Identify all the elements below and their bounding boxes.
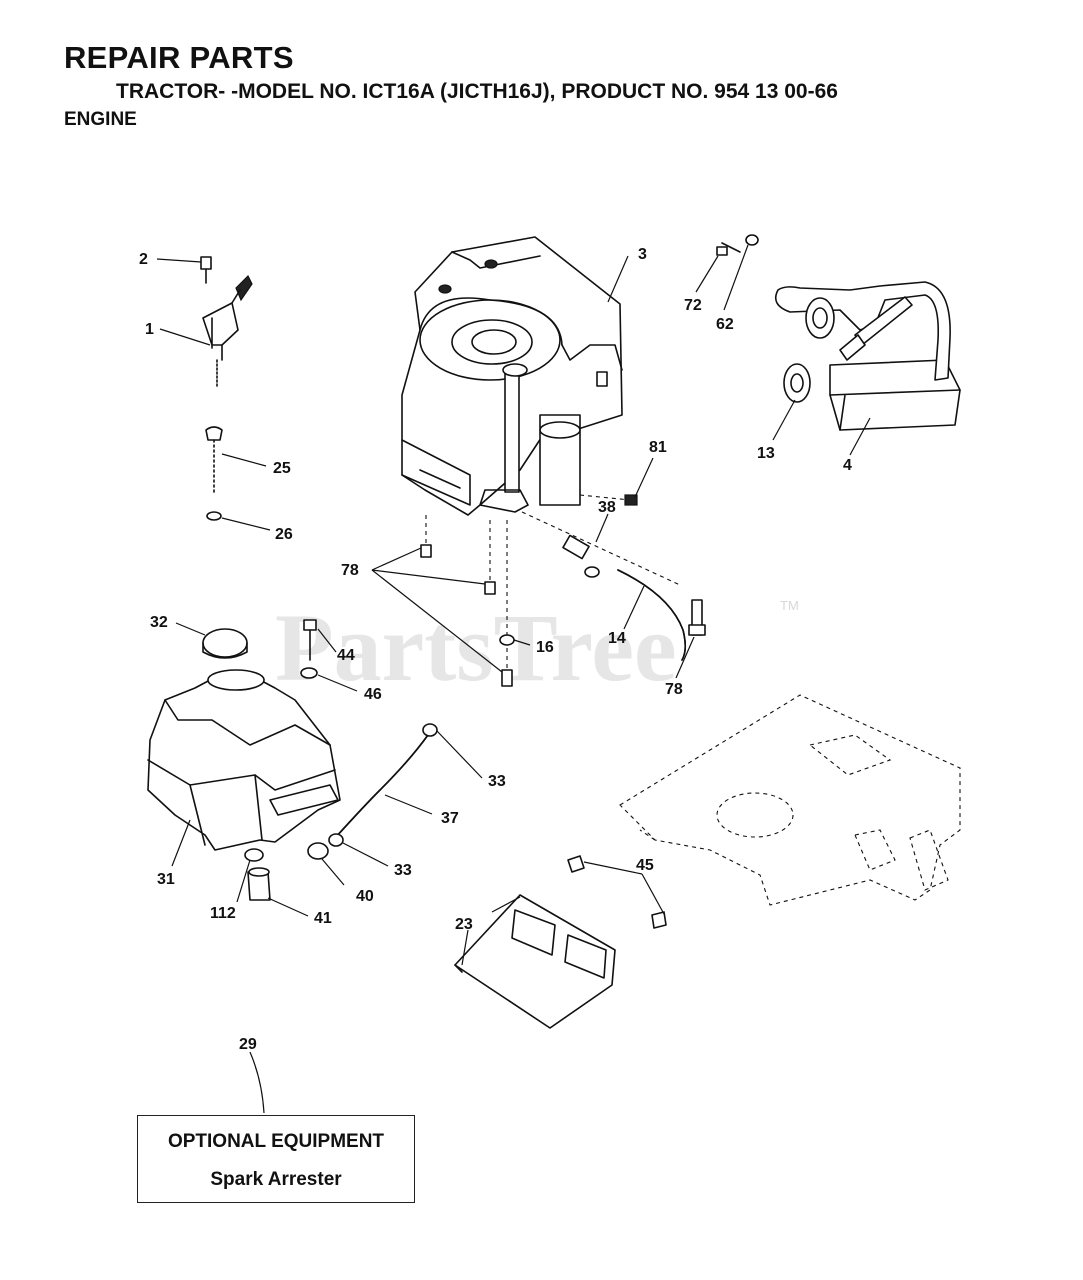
optional-equipment-heading: OPTIONAL EQUIPMENT — [167, 1131, 385, 1152]
callout-4: 4 — [843, 457, 852, 474]
muffler-bolt-part — [716, 242, 741, 256]
callout-78b: 78 — [665, 681, 683, 698]
callout-26: 26 — [275, 526, 293, 543]
callout-41: 41 — [314, 910, 332, 927]
callout-16: 16 — [536, 639, 554, 656]
callout-45: 45 — [636, 857, 654, 874]
callout-23: 23 — [455, 916, 473, 933]
exhaust-gasket-part — [783, 363, 811, 403]
callout-1: 1 — [145, 321, 154, 338]
callout-13: 13 — [757, 445, 775, 462]
spark-arrester-label: Spark Arrester — [210, 1169, 342, 1190]
callout-46: 46 — [364, 686, 382, 703]
fuel-tank-part — [147, 628, 341, 851]
leader-lines — [156, 244, 871, 1114]
callout-40: 40 — [356, 888, 374, 905]
callout-29: 29 — [239, 1036, 257, 1053]
fuel-line-part — [562, 494, 706, 661]
tank-screw-part — [300, 619, 318, 679]
page-title: REPAIR PARTS — [64, 40, 294, 75]
callout-14: 14 — [608, 630, 626, 647]
callout-33a: 33 — [488, 773, 506, 790]
watermark-tm: TM — [780, 598, 799, 613]
oil-dipstick-part — [205, 426, 223, 521]
optional-equipment-box: OPTIONAL EQUIPMENT Spark Arrester — [137, 1115, 415, 1203]
callout-38: 38 — [598, 499, 616, 516]
callout-2: 2 — [139, 251, 148, 268]
fuel-shutoff-valve-part — [244, 848, 271, 901]
muffler-part — [774, 281, 961, 431]
callout-31: 31 — [157, 871, 175, 888]
model-subtitle: TRACTOR- -MODEL NO. ICT16A (JICTH16J), P… — [116, 80, 838, 103]
watermark-text: PartsTree — [275, 594, 677, 701]
callout-labels: 2 1 3 72 62 13 4 25 26 81 38 78 16 14 78… — [139, 246, 852, 1053]
callout-25: 25 — [273, 460, 291, 477]
section-label: ENGINE — [64, 109, 137, 130]
callout-81: 81 — [649, 439, 667, 456]
throttle-control-part — [200, 256, 253, 389]
callout-78a: 78 — [341, 562, 359, 579]
callout-72: 72 — [684, 297, 702, 314]
heat-shield-part — [454, 855, 667, 1029]
lock-washer-part — [745, 234, 759, 246]
callout-44: 44 — [337, 647, 355, 664]
callout-32: 32 — [150, 614, 168, 631]
engine-part — [401, 236, 623, 516]
callout-112: 112 — [210, 905, 236, 922]
callout-33b: 33 — [394, 862, 412, 879]
callout-37: 37 — [441, 810, 459, 827]
tractor-frame-part — [619, 694, 961, 906]
callout-62: 62 — [716, 316, 734, 333]
callout-3: 3 — [638, 246, 647, 263]
fuel-hose-part — [307, 723, 438, 860]
